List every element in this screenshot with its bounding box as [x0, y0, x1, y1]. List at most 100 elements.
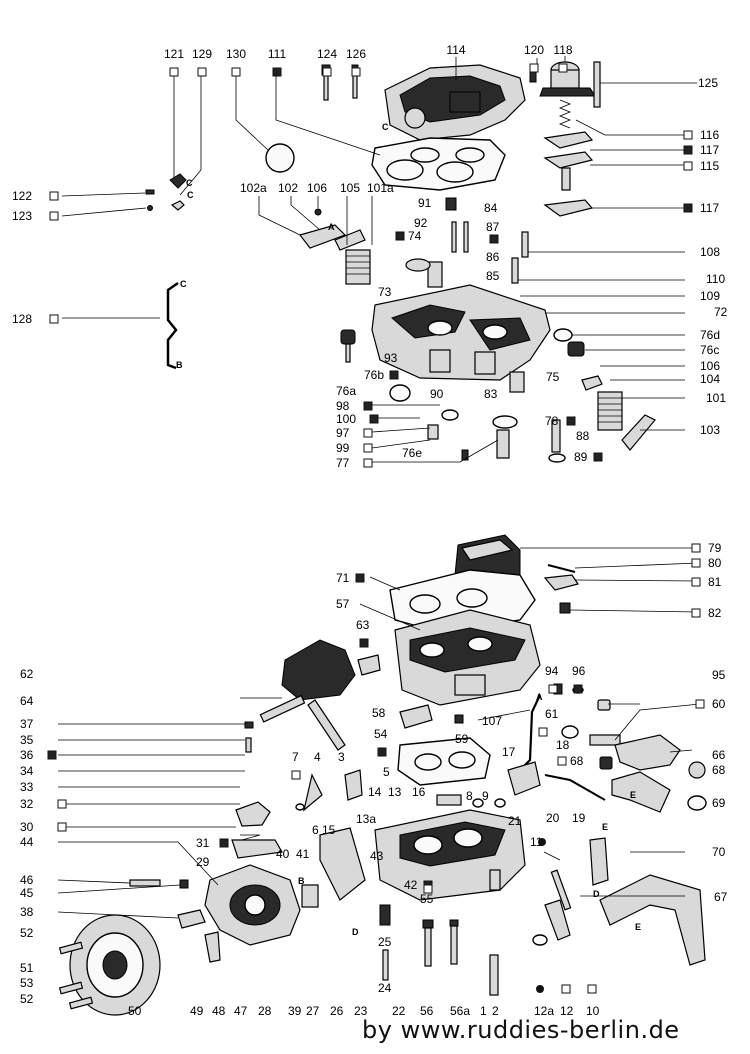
- letter-e: E: [602, 822, 608, 832]
- filled-square-marker: [573, 684, 583, 694]
- open-square-marker: [49, 211, 59, 221]
- callout-label: 64: [20, 694, 34, 708]
- callout-number: 38: [20, 905, 34, 919]
- callout-label: 15: [322, 823, 336, 837]
- open-square-marker: [561, 984, 571, 994]
- callout-number: 52: [20, 926, 34, 940]
- callout-number: 37: [20, 717, 34, 731]
- callout-number: 129: [192, 47, 212, 61]
- callout-number: 126: [346, 47, 366, 61]
- callout-label: 5: [383, 765, 390, 779]
- callout-number: 69: [712, 796, 726, 810]
- callout-label: 115: [683, 159, 719, 173]
- callout-number: 85: [486, 269, 500, 283]
- callout-label: 14: [368, 785, 382, 799]
- callout-number: 57: [336, 597, 350, 611]
- callout-label: 85: [486, 269, 500, 283]
- callout-label: 26: [330, 1004, 344, 1018]
- callout-number: 40: [276, 847, 290, 861]
- callout-number: 84: [484, 201, 498, 215]
- callout-number: 8: [466, 789, 473, 803]
- callout-number: 68: [712, 763, 726, 777]
- callout-label: 75: [546, 370, 560, 384]
- callout-number: 122: [12, 189, 32, 203]
- callout-label: 25: [378, 935, 392, 949]
- callout-number: 105: [340, 181, 360, 195]
- callout-label: 55: [420, 884, 434, 906]
- callout-label: 3: [338, 750, 345, 764]
- callout-number: 29: [196, 855, 210, 869]
- callout-number: 79: [708, 541, 722, 555]
- callout-label: 50: [128, 1004, 142, 1018]
- callout-label: 117: [683, 143, 719, 157]
- callout-number: 67: [714, 890, 728, 904]
- callout-label: 128: [12, 312, 59, 326]
- open-square-marker: [683, 161, 693, 171]
- callout-label: 101: [706, 391, 726, 405]
- callout-label: 72: [714, 305, 728, 319]
- callout-label: 89: [574, 450, 603, 464]
- callout-number: 87: [486, 220, 500, 234]
- callout-number: 73: [378, 285, 392, 299]
- callout-number: 94: [545, 664, 559, 678]
- callout-number: 117: [700, 143, 719, 157]
- callout-label: 73: [378, 285, 392, 299]
- callout-label: 12a: [534, 985, 554, 1018]
- open-square-marker: [351, 67, 361, 77]
- callout-number: 47: [234, 1004, 248, 1018]
- callout-number: 11: [530, 835, 543, 849]
- callout-label: 80: [691, 556, 722, 570]
- callout-label: 123: [12, 209, 59, 223]
- filled-square-marker: [272, 67, 282, 77]
- callout-number: 50: [128, 1004, 142, 1018]
- callout-label: 51: [20, 961, 34, 975]
- callout-label: 76c: [700, 343, 719, 357]
- callout-label: 59: [455, 732, 469, 746]
- callout-label: 97: [336, 426, 373, 440]
- callout-label: 66: [712, 748, 726, 762]
- callout-label: 60: [695, 697, 726, 711]
- callout-label: 4: [314, 750, 321, 764]
- callout-label: 36: [20, 748, 57, 762]
- callout-label: 1: [480, 1004, 487, 1018]
- open-square-marker: [169, 67, 179, 77]
- callout-label: 125: [698, 76, 718, 90]
- open-square-marker: [695, 699, 705, 709]
- callout-label: 111: [268, 47, 286, 77]
- callout-label: 121: [164, 47, 184, 77]
- callout-number: 59: [455, 732, 469, 746]
- callout-label: 56a: [450, 1004, 470, 1018]
- callout-number: 130: [226, 47, 246, 61]
- callout-number: 89: [574, 450, 588, 464]
- letter-c: C: [382, 122, 389, 132]
- callout-label: 71: [336, 571, 365, 585]
- callout-label: 94: [545, 664, 559, 694]
- letter-d: D: [593, 889, 600, 899]
- filled-square-marker: [377, 747, 387, 757]
- callout-number: 95: [712, 668, 726, 682]
- open-square-marker: [49, 191, 59, 201]
- callout-number: 22: [392, 1004, 406, 1018]
- callout-label: 78: [545, 414, 576, 428]
- callout-number: 33: [20, 780, 34, 794]
- callout-number: 110: [706, 272, 725, 286]
- callout-number: 36: [20, 748, 34, 762]
- callout-number: 80: [708, 556, 722, 570]
- callout-label: 84: [484, 201, 498, 215]
- bottom-assembly: [58, 534, 707, 1016]
- callout-number: 42: [404, 878, 418, 892]
- callout-label: 102: [278, 181, 298, 195]
- callout-label: 62: [20, 667, 34, 681]
- callout-number: 101: [706, 391, 726, 405]
- callout-number: 12a: [534, 1004, 554, 1018]
- callout-label: 48: [212, 1004, 226, 1018]
- callout-number: 3: [338, 750, 345, 764]
- callout-label: 81: [691, 575, 722, 589]
- callout-label: 54: [374, 727, 388, 757]
- callout-number: 70: [712, 845, 726, 859]
- callout-number: 55: [420, 892, 434, 906]
- callout-number: 118: [553, 43, 572, 57]
- callout-number: 125: [698, 76, 718, 90]
- callout-label: 103: [700, 423, 720, 437]
